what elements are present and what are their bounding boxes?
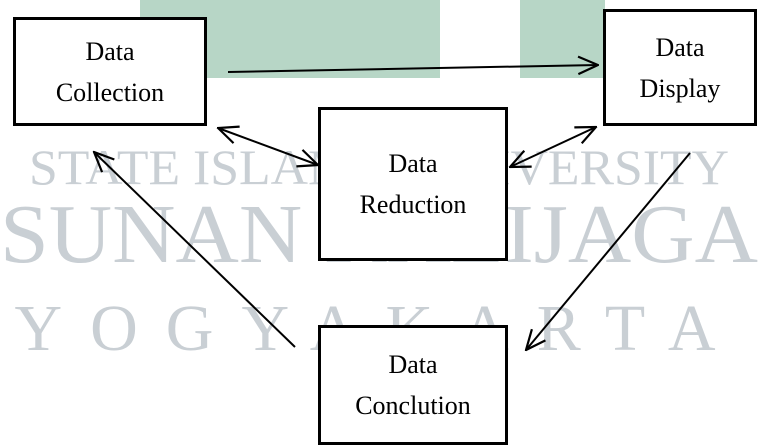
node-data-collection-line2: Collection [55,77,165,107]
node-data-conclusion-line1: Data [388,350,438,379]
node-data-display-line1: Data [655,32,705,62]
node-data-collection: Data Collection [13,17,207,126]
arrow-display-to-conclusion [526,152,691,350]
node-data-collection-line1: Data [85,36,135,66]
node-data-display-line2: Display [639,73,721,103]
arrow-collection-reduction [218,128,318,165]
node-data-reduction-line2: Reduction [359,190,467,219]
node-data-reduction-line1: Data [388,149,438,178]
node-data-conclusion-line2: Conclution [355,391,471,420]
arrow-collection-to-display [227,65,598,72]
arrow-conclusion-to-collection [94,152,296,348]
arrow-display-reduction [510,127,596,167]
node-data-conclusion: Data Conclution [318,325,508,445]
node-data-display: Data Display [603,9,757,126]
node-data-reduction: Data Reduction [318,107,508,261]
